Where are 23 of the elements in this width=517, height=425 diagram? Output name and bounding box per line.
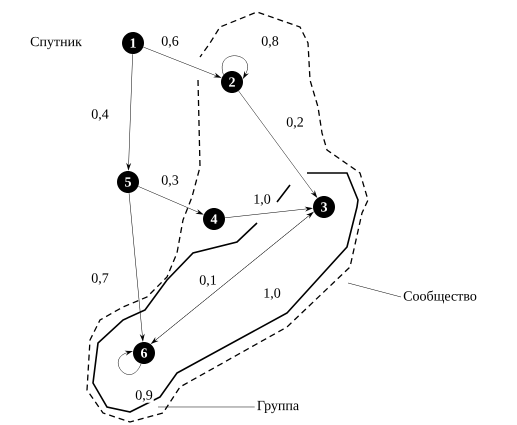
region-label: Сообщество [404, 290, 476, 304]
edge-label: 0,1 [198, 274, 218, 288]
edge-label: 0,8 [260, 35, 280, 49]
edge-label: 0,4 [90, 108, 110, 122]
arrow [238, 90, 318, 198]
edge-label: 1,0 [252, 193, 272, 207]
edge-label: 0,9 [134, 389, 154, 403]
edge-label: 1,0 [262, 287, 282, 301]
leader-line [348, 282, 402, 298]
edge-label: 0,2 [285, 116, 305, 130]
arrow [138, 186, 204, 214]
arrow [224, 206, 312, 218]
loop-arrow [118, 350, 142, 375]
edge-label: 0,3 [160, 174, 180, 188]
loop-arrow [222, 56, 248, 79]
node-caption: Спутник [30, 36, 82, 50]
arrow [128, 192, 144, 342]
arrow [143, 46, 222, 78]
arrow [126, 54, 133, 170]
edge-label: 0,6 [160, 35, 180, 49]
region-label: Группа [257, 400, 299, 414]
leader-line [158, 406, 255, 408]
edge-label: 0,7 [90, 272, 110, 286]
